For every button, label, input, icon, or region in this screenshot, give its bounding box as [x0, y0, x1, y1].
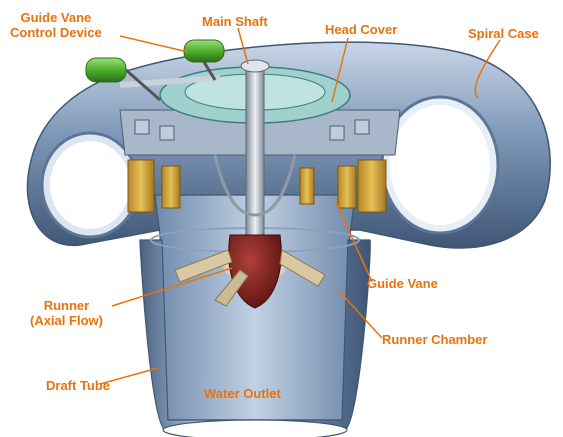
label-water-outlet: Water Outlet: [204, 386, 281, 401]
label-spiral-case: Spiral Case: [468, 26, 539, 41]
label-guide-vane: Guide Vane: [367, 276, 438, 291]
label-line: (Axial Flow): [30, 313, 103, 328]
label-head-cover: Head Cover: [325, 22, 397, 37]
label-runner-chamber: Runner Chamber: [382, 332, 487, 347]
leader-guide-vane-control: [120, 36, 188, 52]
label-guide-vane-control: Guide Vane Control Device: [10, 10, 102, 40]
label-runner: Runner (Axial Flow): [30, 298, 103, 328]
label-line: Guide Vane: [10, 10, 102, 25]
label-draft-tube: Draft Tube: [46, 378, 110, 393]
label-line: Control Device: [10, 25, 102, 40]
label-main-shaft: Main Shaft: [202, 14, 268, 29]
label-line: Runner: [30, 298, 103, 313]
